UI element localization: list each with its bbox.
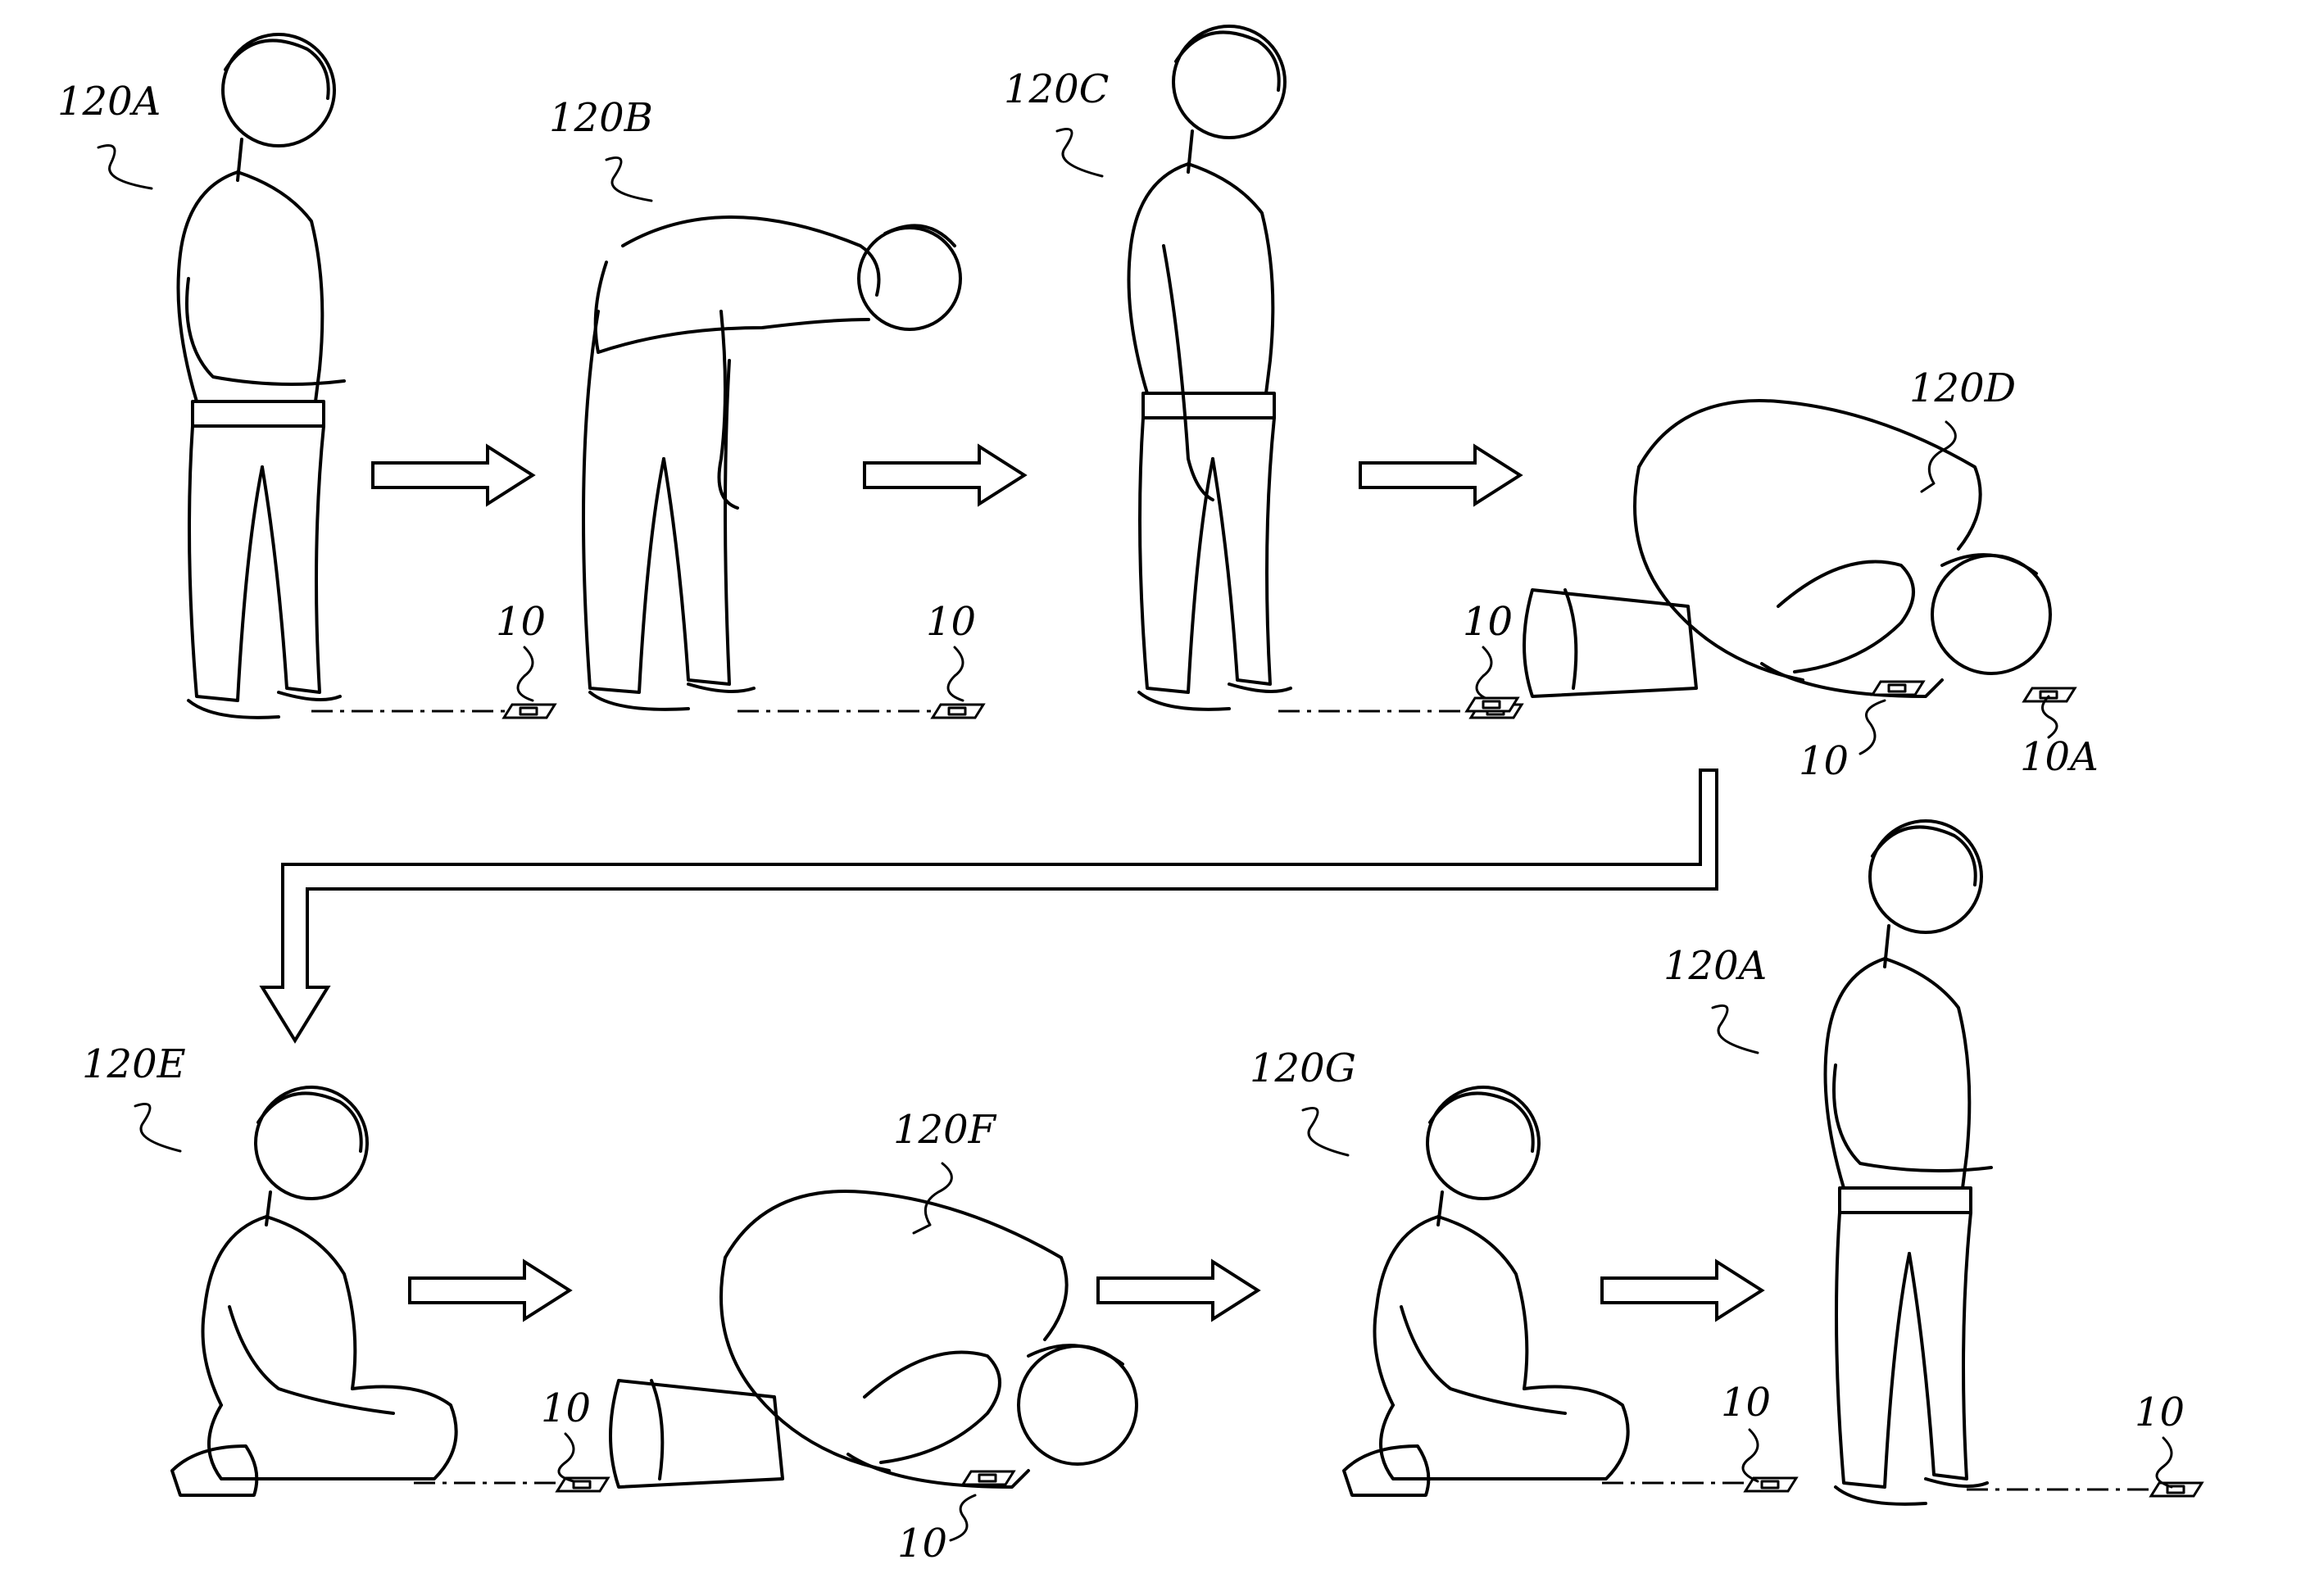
stage-4: 120D 10 10A 10 bbox=[1463, 365, 2099, 784]
stage-label: 120B bbox=[549, 95, 653, 141]
stage-label: 120E bbox=[82, 1041, 186, 1087]
arrow-right bbox=[863, 443, 1028, 507]
leader-line bbox=[516, 646, 534, 702]
leader-line bbox=[1055, 128, 1104, 178]
person-prostrating bbox=[1523, 399, 2052, 698]
device-label: 10 bbox=[1463, 599, 1513, 645]
arrow-right bbox=[1359, 443, 1523, 507]
leader-line bbox=[1920, 420, 1957, 493]
person-prostrating bbox=[609, 1190, 1138, 1489]
leader-line bbox=[1858, 699, 1886, 755]
stage-label: 120A bbox=[57, 79, 161, 125]
leader-line bbox=[946, 646, 964, 702]
device-label: 10 bbox=[496, 599, 546, 645]
person-standing bbox=[176, 33, 346, 719]
leader-line bbox=[1301, 1107, 1350, 1157]
person-standing bbox=[1127, 25, 1292, 711]
device-label: 10 bbox=[1721, 1380, 1771, 1426]
phone-device bbox=[502, 703, 556, 719]
arrow-right bbox=[1600, 1258, 1765, 1322]
leader-line bbox=[912, 1162, 953, 1235]
phone-device bbox=[931, 703, 985, 719]
device-label: 10 bbox=[897, 1521, 947, 1567]
person-standing bbox=[1823, 819, 1993, 1506]
leader-line bbox=[2155, 1436, 2173, 1489]
arrow-connector-down bbox=[259, 769, 1718, 1044]
phone-device bbox=[1871, 680, 1925, 696]
device-label: 10 bbox=[1463, 599, 1513, 645]
stage-1: 120A 10 bbox=[57, 33, 556, 719]
leader-line bbox=[2041, 695, 2058, 739]
phone-device-alt bbox=[2022, 687, 2076, 703]
stage-6: 120F 10 bbox=[609, 1107, 1138, 1567]
leader-line bbox=[97, 144, 153, 190]
stage-label: 120A bbox=[1663, 943, 1767, 989]
device-label: 10 bbox=[1799, 738, 1849, 784]
leader-line bbox=[1711, 1004, 1759, 1054]
stage-label: 120F bbox=[893, 1107, 997, 1153]
device-label: 10 bbox=[541, 1385, 591, 1431]
stage-2: 120B 10 bbox=[549, 95, 985, 719]
stage-label: 120C bbox=[1004, 66, 1109, 112]
stage-3: 120C 10 bbox=[1004, 25, 1523, 719]
person-kneeling bbox=[1342, 1086, 1630, 1497]
stage-label: 120D bbox=[1909, 365, 2016, 411]
stage-5: 120E 10 bbox=[82, 1041, 610, 1497]
leader-line bbox=[557, 1432, 575, 1483]
leader-line bbox=[1475, 646, 1493, 702]
arrow-right bbox=[408, 1258, 573, 1322]
leader-line bbox=[605, 156, 653, 202]
phone-device bbox=[1465, 696, 1519, 713]
leader-line bbox=[1741, 1428, 1759, 1483]
stage-7: 120G 10 bbox=[1250, 1045, 1798, 1497]
stage-8: 120A 10 bbox=[1663, 819, 2203, 1506]
stage-label: 120G bbox=[1250, 1045, 1356, 1091]
device-label: 10 bbox=[2135, 1390, 2185, 1435]
arrow-right bbox=[371, 443, 536, 507]
phone-device bbox=[961, 1470, 1015, 1486]
leader-line bbox=[134, 1103, 182, 1153]
device-label: 10 bbox=[926, 599, 976, 645]
arrow-right bbox=[1096, 1258, 1261, 1322]
phone-device bbox=[2149, 1481, 2203, 1498]
device-alt-label: 10A bbox=[2020, 734, 2099, 780]
phone-device bbox=[556, 1476, 610, 1493]
leader-line bbox=[949, 1494, 977, 1542]
